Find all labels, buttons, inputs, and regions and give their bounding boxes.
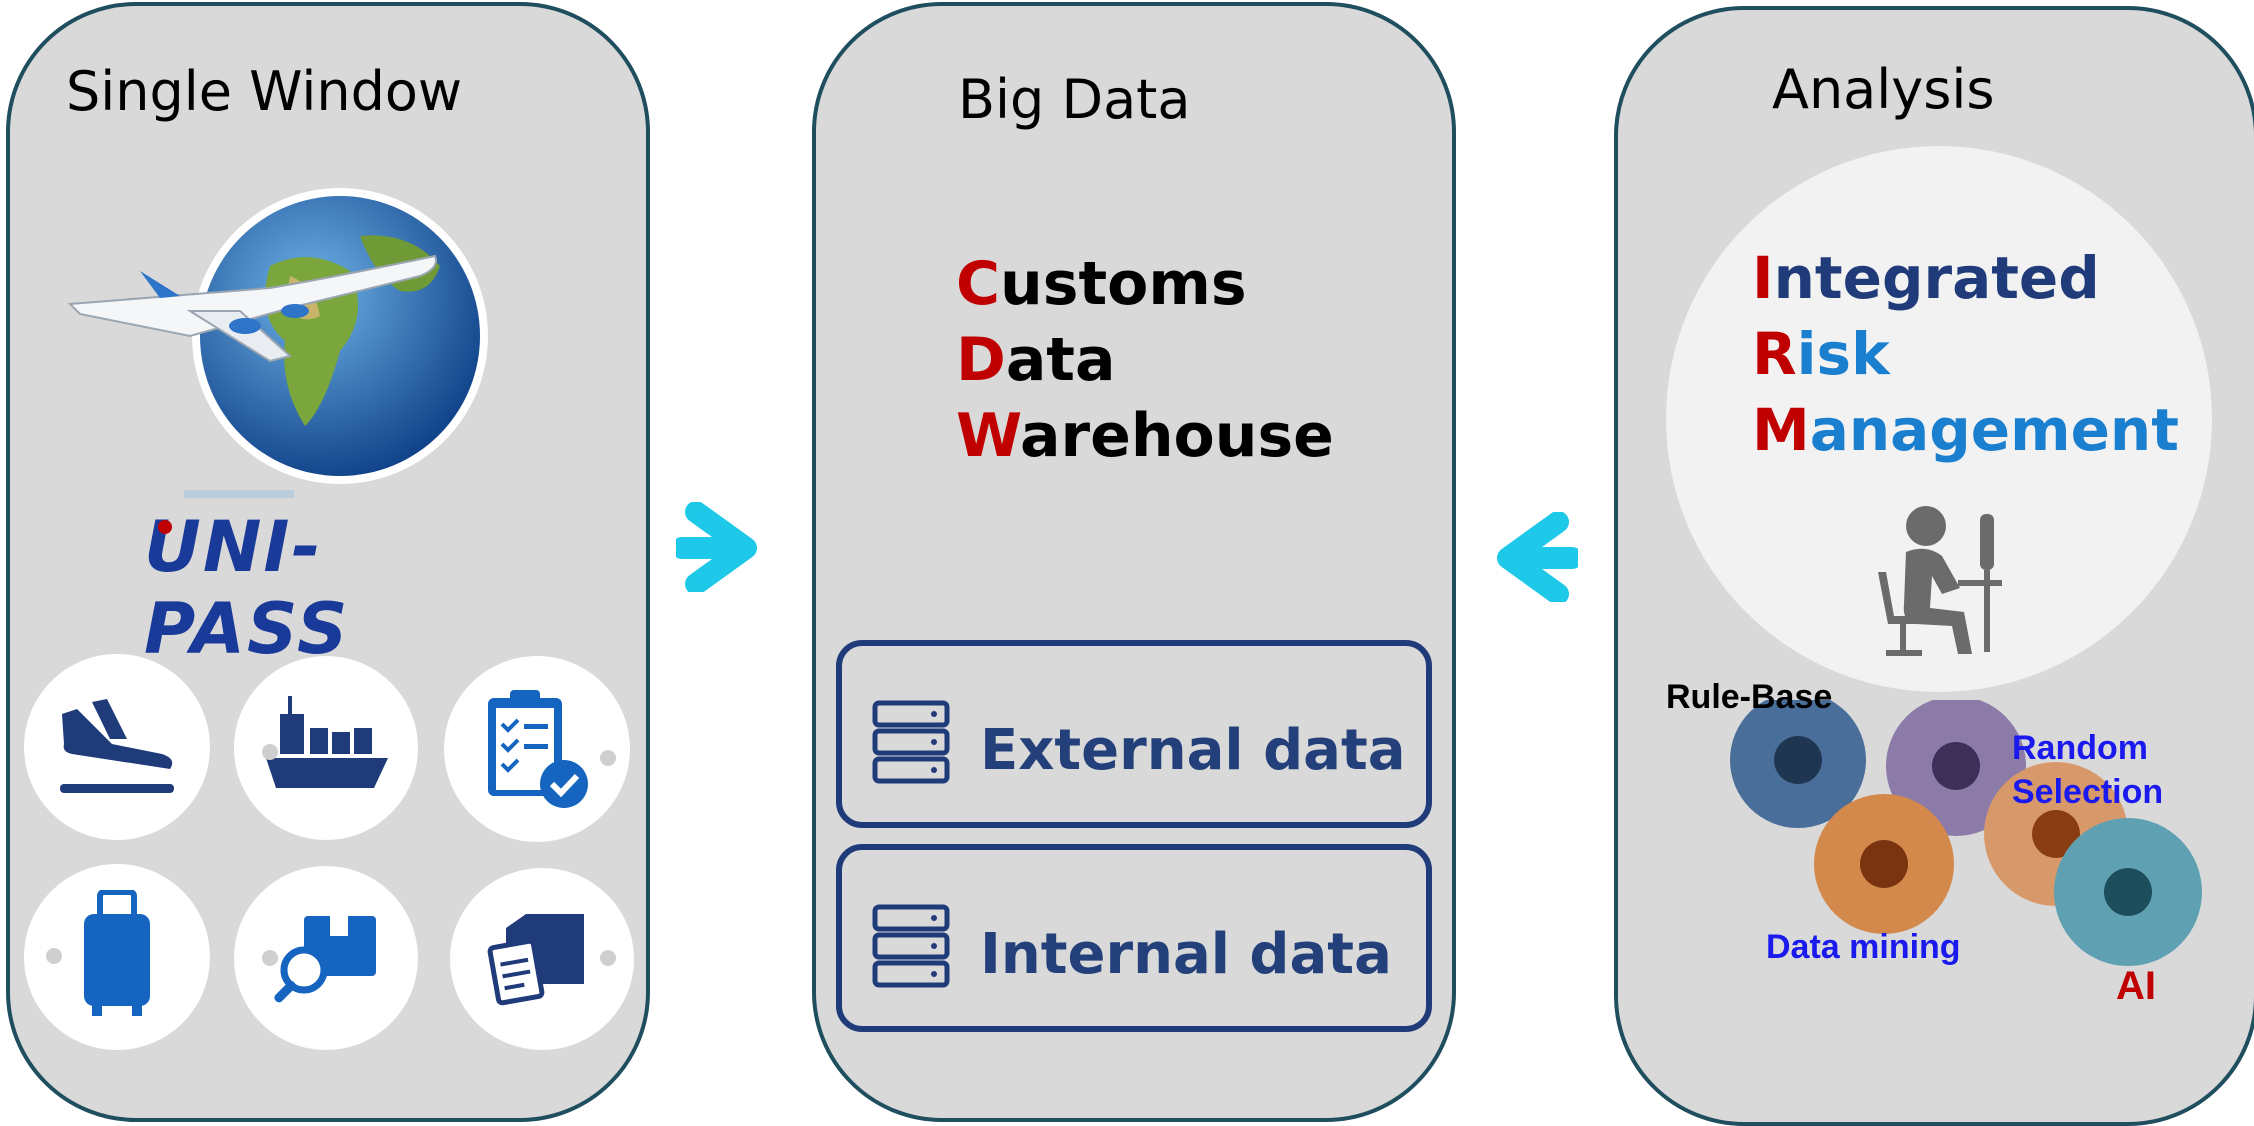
airplane-landing-icon: [60, 699, 174, 793]
person-at-computer-icon: [1878, 506, 2002, 656]
arrow-right-icon: [676, 502, 757, 592]
irm-line-1: Integrated: [1752, 244, 2100, 312]
random-selection-label: Random Selection: [2012, 729, 2164, 811]
big-data-title: Big Data: [958, 68, 1191, 131]
rule-base-label: Rule-Base: [1666, 678, 1833, 716]
data-mining-label: Data mining: [1766, 928, 1961, 966]
database-icon: [872, 700, 950, 784]
single-window-title: Single Window: [66, 60, 463, 123]
internal-data-label: Internal data: [980, 922, 1392, 987]
single-window-panel: Single Window UNI-PASS: [6, 2, 650, 1122]
ai-label: AI: [2116, 964, 2156, 1008]
declaration-circle: [450, 868, 634, 1050]
checklist-circle: [444, 656, 630, 842]
globe-plane-icon: [67, 188, 488, 484]
irm-line-2: Risk: [1752, 320, 1890, 388]
gears-icon: [1730, 700, 2202, 966]
uni-pass-logo: UNI-PASS: [144, 490, 514, 670]
clipboard-check-icon: [488, 690, 588, 808]
cdw-line-3: Warehouse: [956, 401, 1334, 471]
internal-data-box: Internal data: [836, 844, 1432, 1032]
arrival-circle: [24, 654, 210, 840]
cdw-line-2: Data: [956, 325, 1116, 395]
luggage-icon: [84, 890, 150, 1016]
external-data-label: External data: [980, 718, 1406, 783]
big-data-panel: Big Data Customs Data Warehouse External…: [812, 2, 1456, 1122]
package-document-icon: [487, 914, 584, 1006]
package-search-icon: [274, 916, 376, 1003]
customs-data-warehouse: Customs Data Warehouse: [956, 246, 1334, 474]
arrow-left-icon: [1497, 512, 1578, 602]
external-data-box: External data: [836, 640, 1432, 828]
integrated-risk-management: Integrated Risk Management: [1752, 240, 2179, 468]
irm-line-3: Management: [1752, 396, 2179, 464]
cargo-ship-icon: [266, 696, 388, 788]
database-icon: [872, 904, 950, 988]
analysis-panel: Analysis Integrated Risk Management Rule…: [1614, 6, 2254, 1126]
analysis-title: Analysis: [1772, 58, 1995, 121]
irm-circle: [1666, 146, 2212, 692]
cdw-line-1: Customs: [956, 249, 1247, 319]
